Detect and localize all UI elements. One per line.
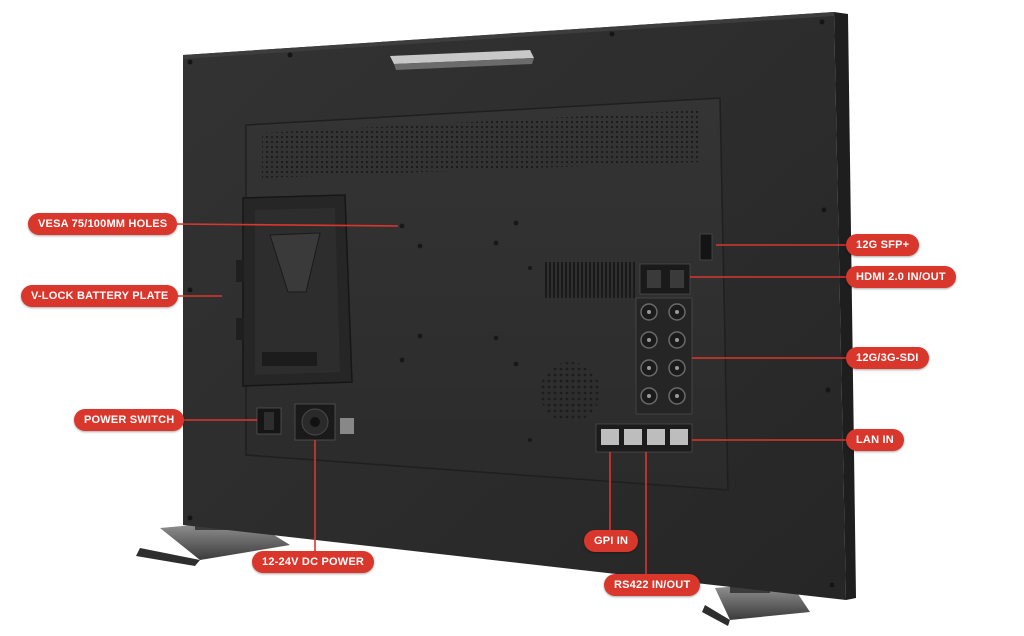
callout-gpi: GPI IN <box>584 530 639 552</box>
callout-power-switch: POWER SWITCH <box>74 409 185 431</box>
chassis-screws <box>187 19 835 588</box>
callout-rs422: RS422 IN/OUT <box>604 574 701 596</box>
callout-sfp: 12G SFP+ <box>846 234 920 256</box>
dc-label-plate <box>340 418 354 434</box>
vesa-holes <box>399 220 532 442</box>
sfp-cage-icon <box>699 233 713 261</box>
bnc-connector-icon <box>635 297 693 415</box>
callout-dc-power: 12-24V DC POWER <box>252 551 375 573</box>
callout-sdi: 12G/3G-SDI <box>846 347 929 369</box>
rj45-port-icon <box>595 423 693 453</box>
carry-handle <box>390 50 534 70</box>
callout-vesa-holes: VESA 75/100MM HOLES <box>28 213 178 235</box>
xlr-4pin-connector-icon <box>294 403 336 441</box>
callout-hdmi: HDMI 2.0 IN/OUT <box>846 266 956 288</box>
callout-lan: LAN IN <box>846 429 904 451</box>
rocker-switch-icon <box>256 407 282 435</box>
v-lock-battery-plate <box>236 194 353 387</box>
leader-lines <box>168 223 846 574</box>
callout-v-lock-battery-plate: V-LOCK BATTERY PLATE <box>21 285 179 307</box>
rear-panel <box>245 97 729 491</box>
hdmi-port-icon <box>639 263 691 295</box>
leader-vesa <box>174 223 399 227</box>
